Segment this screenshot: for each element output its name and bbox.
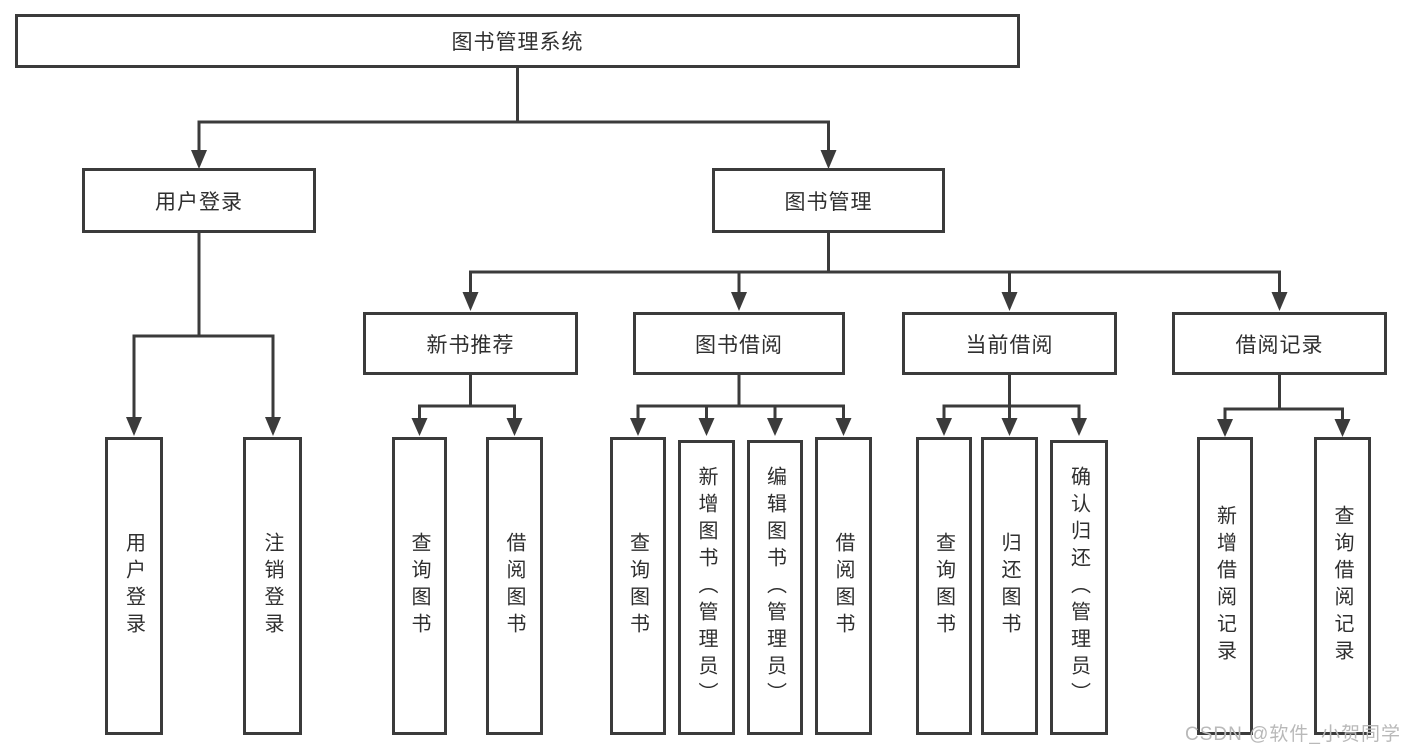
node-new-book-recommendation: 新书推荐 xyxy=(363,312,578,375)
leaf-query-borrow-record: 查询借阅记录 xyxy=(1314,437,1371,735)
leaf-borrow-books-recommend: 借阅图书 xyxy=(486,437,543,735)
leaf-add-borrow-record: 新增借阅记录 xyxy=(1197,437,1253,735)
node-borrowing-records: 借阅记录 xyxy=(1172,312,1387,375)
node-library-management-system: 图书管理系统 xyxy=(15,14,1020,68)
leaf-edit-books-admin: 编辑图书（管理员） xyxy=(747,440,803,735)
node-book-management-branch: 图书管理 xyxy=(712,168,945,233)
leaf-logout: 注销登录 xyxy=(243,437,302,735)
node-user-login-branch: 用户登录 xyxy=(82,168,316,233)
leaf-user-login: 用户登录 xyxy=(105,437,163,735)
leaf-query-books-recommend: 查询图书 xyxy=(392,437,447,735)
node-book-borrowing: 图书借阅 xyxy=(633,312,845,375)
leaf-query-books-current: 查询图书 xyxy=(916,437,972,735)
leaf-return-books: 归还图书 xyxy=(981,437,1038,735)
leaf-add-books-admin: 新增图书（管理员） xyxy=(678,440,735,735)
leaf-query-books-borrow: 查询图书 xyxy=(610,437,666,735)
leaf-borrow-books: 借阅图书 xyxy=(815,437,872,735)
node-current-borrowing: 当前借阅 xyxy=(902,312,1117,375)
leaf-confirm-return-admin: 确认归还（管理员） xyxy=(1050,440,1108,735)
csdn-watermark: CSDN @软件_小贺同学 xyxy=(1185,724,1401,745)
